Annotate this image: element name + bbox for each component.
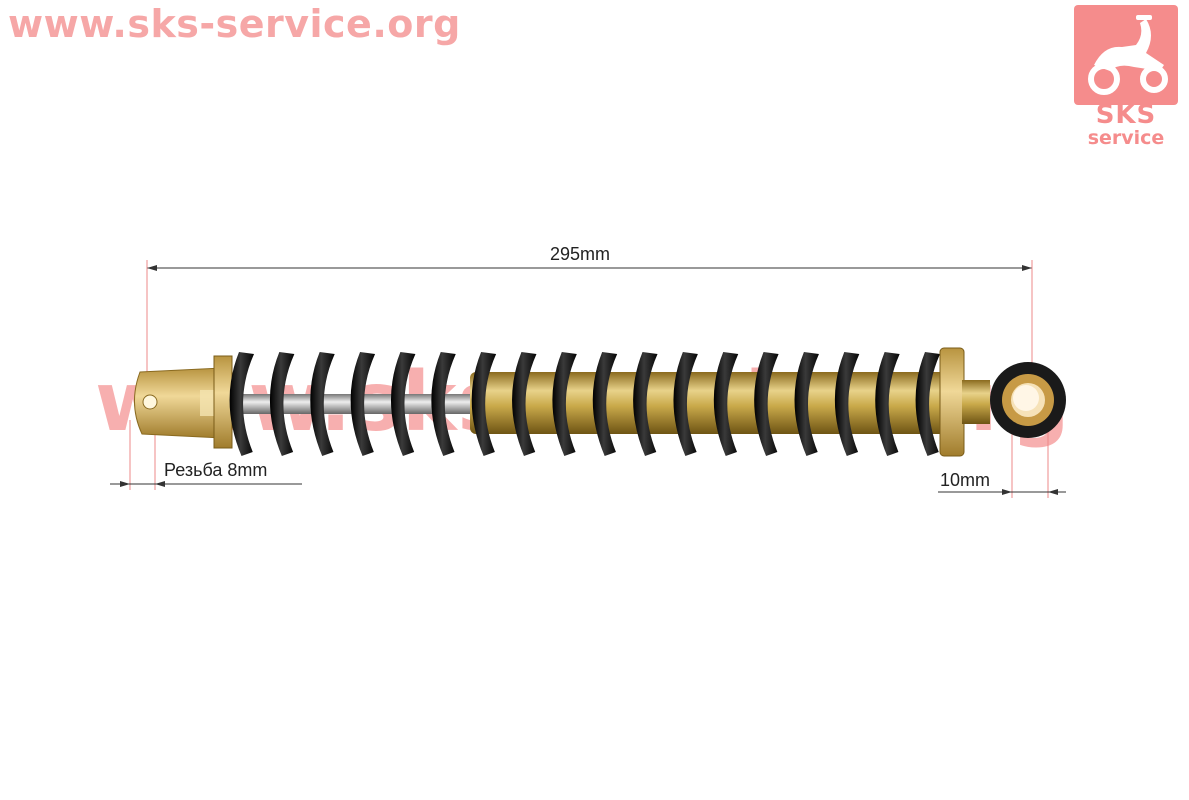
spring-coil-turn [754,352,779,456]
spring-coil-turn [390,352,416,456]
logo-sub-text: service [1087,127,1165,149]
spring-coil-turn [471,352,497,456]
spring-coil-turn [350,352,376,456]
logo-brand-text: SKS [1095,100,1157,130]
spring-seat [939,347,965,457]
spring-coil-turn [633,352,658,456]
logo-badge [1074,5,1178,105]
thread-label: Резьба 8mm [164,460,268,480]
damper-body [470,372,950,434]
spring-coil-turn [512,352,537,456]
spring-coil-turn [229,352,255,456]
scooter-icon [1088,15,1168,95]
spring-coil-turn [713,352,739,456]
spring-coil-turn [431,352,456,456]
spring-coil-turn [269,352,295,456]
sks-logo: SKS service [1074,5,1178,149]
spring-coil-turn [673,352,698,456]
spring-coil-turn [592,352,618,456]
spring-coil-turn [310,352,335,456]
spring-coil-turn [875,352,900,456]
bushing-label: 10mm [940,470,991,490]
spring-coil-turn [834,352,860,456]
spring-coil-turn [794,352,819,456]
length-label: 295mm [550,244,611,264]
spring-coil-turn [552,352,577,456]
right-mount-eye [990,362,1066,438]
damper-end-cap [962,380,990,424]
spring-coil-turn [915,352,941,456]
site-url-watermark: www.sks-service.org [8,2,461,46]
left-mount-bracket [133,355,233,449]
coil-spring [229,352,941,456]
